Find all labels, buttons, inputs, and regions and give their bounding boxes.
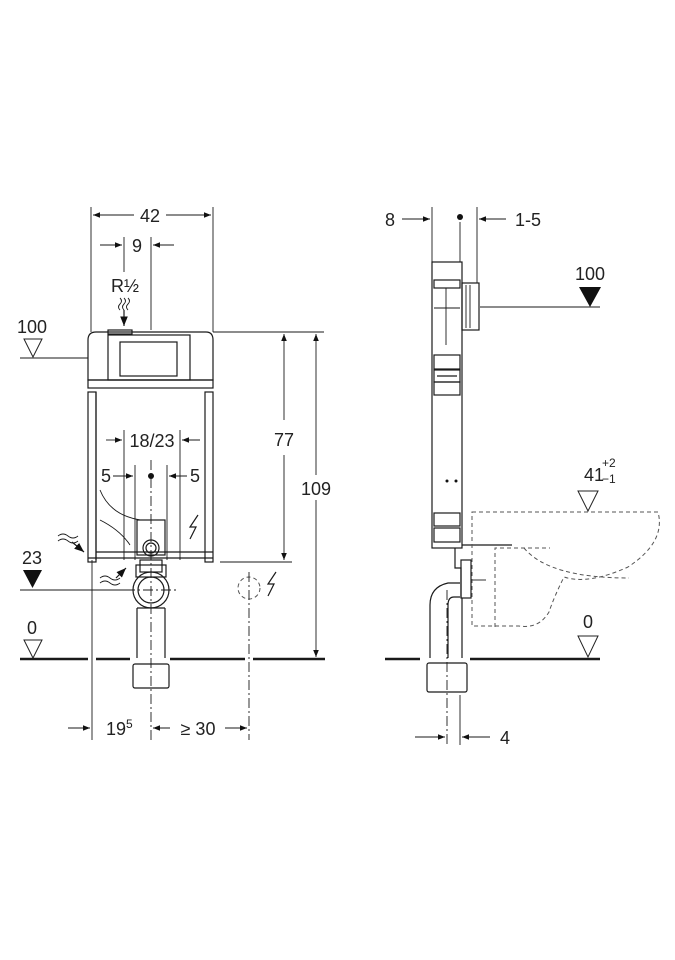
cistern-frame xyxy=(87,329,214,573)
dim-side-label: 195 xyxy=(106,717,133,739)
height-77-dimension: 77 xyxy=(274,334,294,560)
dim-height-109-label: 109 xyxy=(301,479,331,499)
water-supply-icon-2 xyxy=(99,575,121,586)
level-floor-triangle-icon xyxy=(577,635,599,659)
drain-bend xyxy=(426,548,486,745)
center-dot-icon xyxy=(457,214,463,220)
front-view: 42 9 R½ xyxy=(17,206,331,740)
dim-electric-label: ≥ 30 xyxy=(181,719,216,739)
center-dot-icon xyxy=(148,473,154,479)
level-supply-label: 23 xyxy=(22,548,42,568)
dim-pipe-offset-label: 4 xyxy=(500,728,510,748)
level-open-triangle-icon xyxy=(23,338,43,359)
electrical-box-icon xyxy=(237,571,277,740)
side-level-actuator-label: 100 xyxy=(575,264,605,284)
level-open-triangle-icon xyxy=(577,490,599,513)
dim-depth-label: 8 xyxy=(385,210,395,230)
drain-pipe xyxy=(125,460,178,740)
level-filled-triangle-icon xyxy=(579,287,601,307)
dim-left-5-label: 5 xyxy=(101,466,111,486)
outlet-offset-dimension: 5 5 xyxy=(101,466,200,486)
dim-side-sup: 5 xyxy=(126,717,133,731)
side-distance-dimension: 195 xyxy=(68,717,133,739)
water-supply-icon xyxy=(57,533,79,544)
electric-distance-dimension: ≥ 30 xyxy=(153,719,247,739)
dim-outlet-range-label: 18/23 xyxy=(129,431,174,451)
dim-width-label: 42 xyxy=(140,206,160,226)
side-view: 8 1-5 100 xyxy=(385,207,660,748)
dim-inlet-offset-label: 9 xyxy=(132,236,142,256)
toilet-bowl-outline xyxy=(471,511,660,627)
level-floor-triangle-icon xyxy=(23,639,43,660)
seat-tol-plus: +2 xyxy=(602,456,616,470)
width-dimension: 42 xyxy=(93,206,211,226)
dim-height-77-label: 77 xyxy=(274,430,294,450)
frame-side xyxy=(431,261,512,549)
level-floor-label: 0 xyxy=(27,618,37,638)
level-actuator-label: 100 xyxy=(17,317,47,337)
water-inlet-icon xyxy=(118,297,130,326)
electricity-icon xyxy=(188,514,199,540)
outlet-range-dimension: 18/23 xyxy=(106,431,200,451)
pipe-offset-dimension: 4 xyxy=(415,728,510,748)
depth-dimension: 8 1-5 xyxy=(385,210,541,230)
dim-wall-label: 1-5 xyxy=(515,210,541,230)
height-109-dimension: 109 xyxy=(301,334,331,657)
seat-tol-minus: −1 xyxy=(602,472,616,486)
dim-side-base: 19 xyxy=(106,719,126,739)
level-filled-triangle-icon xyxy=(23,570,42,588)
side-level-floor-label: 0 xyxy=(583,612,593,632)
dim-right-5-label: 5 xyxy=(190,466,200,486)
inlet-size-label: R½ xyxy=(111,276,139,296)
inlet-offset-dimension: 9 xyxy=(100,236,174,256)
seat-height-label: 41 xyxy=(584,465,604,485)
